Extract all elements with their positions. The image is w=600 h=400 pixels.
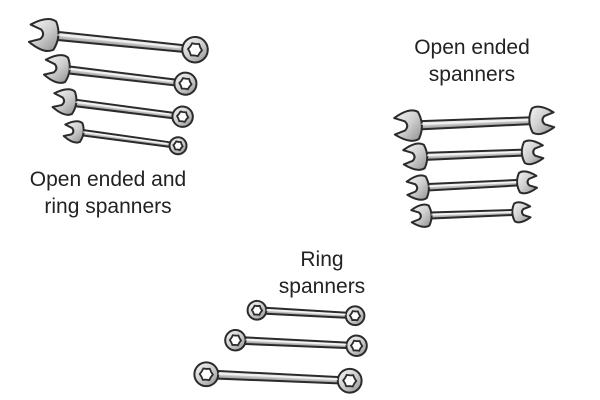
ring-spanners-label: Ring spanners [278,248,366,298]
combination-spanner-icon [27,18,209,64]
combination-spanner-icon [62,120,188,156]
open-ended-spanners-group [393,105,556,228]
ring-spanner-icon [246,299,366,327]
open-ended-spanners-label: Open ended spanners [414,36,530,86]
open-ended-spanner-icon [410,201,532,228]
open-ended-spanner-icon [405,170,539,201]
combination-spanners-label: Open ended and ring spanners [29,168,187,218]
ring-spanners-group [193,299,368,394]
combination-spanners-group [27,18,209,156]
ring-spanner-icon [193,361,363,394]
combination-spanner-icon [42,54,198,96]
ring-spanner-icon [224,329,368,357]
open-ended-spanner-icon [402,139,545,171]
combination-spanner-icon [51,88,194,128]
open-ended-spanner-icon [393,105,556,142]
